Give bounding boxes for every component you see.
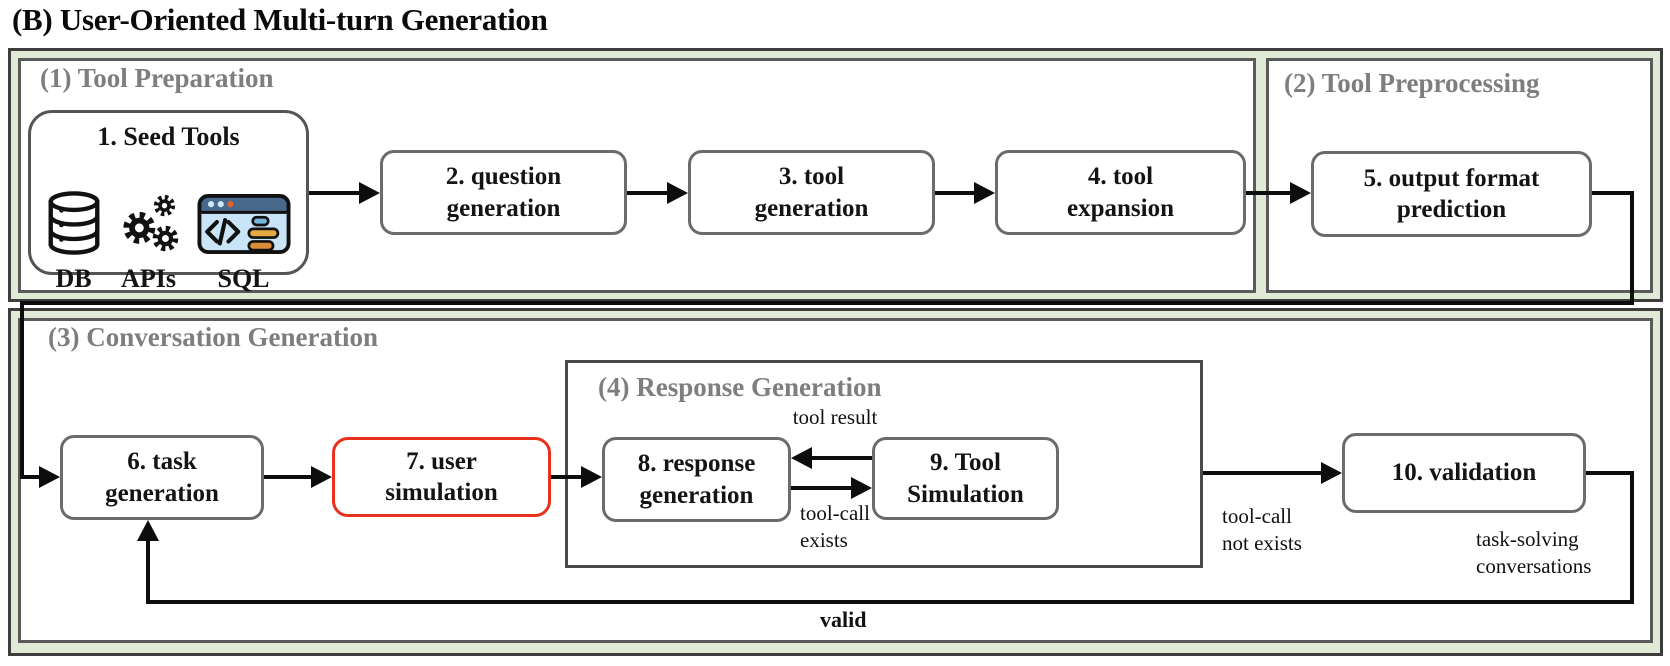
edge-label-task-solving-conversations: task-solving conversations [1476, 527, 1592, 579]
node-response-generation: 8. response generation [602, 437, 791, 522]
edge-seed-to-question-line [309, 191, 360, 195]
node-tool-expansion: 4. tool expansion [995, 150, 1246, 235]
edge-respgen-to-validation-line [1203, 471, 1322, 475]
edge-label-valid: valid [820, 607, 867, 632]
edge-toolsim-to-response-line [810, 456, 872, 460]
connector-output-to-task-seg3 [20, 301, 1634, 305]
diagram-title: (B) User-Oriented Multi-turn Generation [12, 2, 548, 37]
seed-tools-title: 1. Seed Tools [97, 122, 240, 151]
seed-item-db-label: DB [55, 263, 92, 293]
edge-question-to-tool-line [627, 191, 668, 195]
connector-validation-loop-seg2 [1630, 471, 1634, 604]
connector-validation-loop-seg4 [146, 539, 150, 604]
connector-output-to-task-seg2 [1630, 191, 1634, 305]
seed-item-sql: SQL [195, 162, 293, 292]
connector-validation-loop-seg1 [1586, 471, 1634, 475]
connector-output-to-task-seg4 [20, 301, 24, 479]
connector-validation-loop-seg3 [148, 600, 1634, 604]
connector-validation-loop-arrowhead [137, 520, 159, 541]
node-tool-simulation: 9. Tool Simulation [872, 437, 1059, 520]
edge-question-to-tool-arrowhead [667, 182, 688, 204]
section-label-response-generation: (4) Response Generation [598, 372, 882, 402]
edge-response-to-toolsim-arrowhead [851, 477, 872, 499]
edge-label-tool-call-not-exists: tool-call not exists [1222, 504, 1302, 556]
edge-tool-to-expansion-line [935, 191, 975, 195]
gears-icon [119, 162, 179, 264]
edge-task-to-user-arrowhead [311, 466, 332, 488]
section-label-tool-preparation: (1) Tool Preparation [40, 63, 274, 93]
seed-item-apis-label: APIs [121, 263, 176, 293]
node-tool-generation: 3. tool generation [688, 150, 935, 235]
edge-expansion-to-output-arrowhead [1290, 182, 1311, 204]
seed-item-apis: APIs [119, 162, 179, 292]
sql-window-icon [195, 162, 293, 264]
edge-task-to-user-line [264, 475, 313, 479]
seed-tools-icon-row: DB [45, 160, 293, 292]
edge-seed-to-question-arrowhead [359, 182, 380, 204]
section-label-tool-preprocessing: (2) Tool Preprocessing [1284, 68, 1540, 98]
edge-tool-to-expansion-arrowhead [974, 182, 995, 204]
node-validation: 10. validation [1342, 433, 1586, 513]
edge-respgen-to-validation-arrowhead [1321, 462, 1342, 484]
database-icon [45, 160, 103, 264]
edge-expansion-to-output-line [1246, 191, 1291, 195]
node-user-simulation: 7. user simulation [332, 437, 551, 517]
section-label-conversation-generation: (3) Conversation Generation [48, 322, 378, 352]
edge-user-to-response-arrowhead [581, 466, 602, 488]
node-output-format-prediction: 5. output format prediction [1311, 151, 1592, 237]
connector-output-to-task-seg5 [22, 475, 42, 479]
connector-output-to-task-arrowhead [39, 466, 60, 488]
edge-response-to-toolsim-line [791, 486, 852, 490]
edge-toolsim-to-response-arrowhead [791, 447, 812, 469]
edge-label-tool-call-exists: tool-call exists [800, 501, 870, 553]
node-seed-tools: 1. Seed Tools [28, 110, 309, 291]
seed-item-db: DB [45, 160, 103, 292]
node-task-generation: 6. task generation [60, 435, 264, 520]
node-question-generation: 2. question generation [380, 150, 627, 235]
edge-user-to-response-line [551, 475, 583, 479]
connector-output-to-task-seg1 [1592, 191, 1634, 195]
seed-item-sql-label: SQL [217, 263, 270, 293]
edge-label-tool-result: tool result [792, 405, 878, 429]
